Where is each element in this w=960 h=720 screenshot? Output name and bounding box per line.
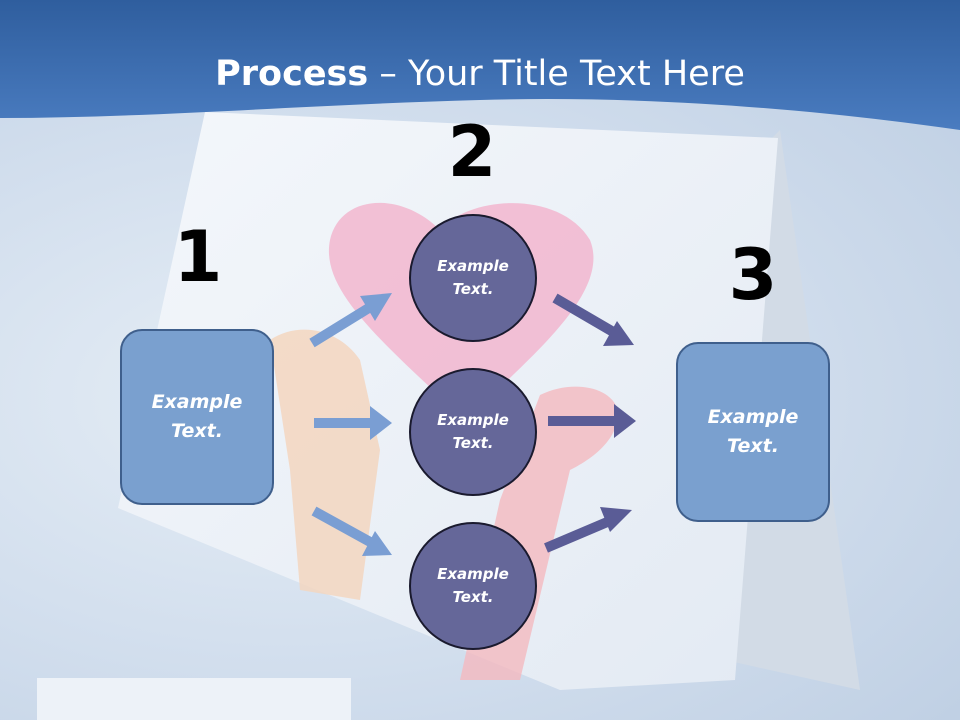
title-rest: – Your Title Text Here xyxy=(368,54,745,94)
step-number-1: 1 xyxy=(173,216,223,298)
arrow-from-circle-2 xyxy=(548,404,636,438)
circle-2-text: Example Text. xyxy=(437,411,509,452)
circle-1-text: Example Text. xyxy=(437,257,509,298)
circle-3-text: Example Text. xyxy=(437,565,509,606)
title-bold: Process xyxy=(215,54,369,94)
step-3-text: Example Text. xyxy=(707,406,799,457)
arrow-to-circle-2 xyxy=(314,406,392,440)
right-arrows xyxy=(544,293,636,553)
arrow-to-circle-1 xyxy=(309,293,392,348)
step-1-text: Example Text. xyxy=(151,391,243,442)
step-2-circle-3: Example Text. xyxy=(409,522,537,650)
step-2-circle-2: Example Text. xyxy=(409,368,537,496)
slide-title: Process – Your Title Text Here xyxy=(0,52,960,96)
step-number-3: 3 xyxy=(728,234,778,316)
arrow-to-circle-3 xyxy=(311,506,392,556)
step-2-circle-1: Example Text. xyxy=(409,214,537,342)
step-1-box: Example Text. xyxy=(120,329,274,505)
step-3-box: Example Text. xyxy=(676,342,830,522)
arrow-from-circle-3 xyxy=(544,507,632,553)
left-arrows xyxy=(309,293,392,556)
arrow-from-circle-1 xyxy=(552,293,634,346)
bottom-block xyxy=(37,678,351,720)
header-banner xyxy=(0,0,960,130)
step-number-2: 2 xyxy=(447,111,497,193)
